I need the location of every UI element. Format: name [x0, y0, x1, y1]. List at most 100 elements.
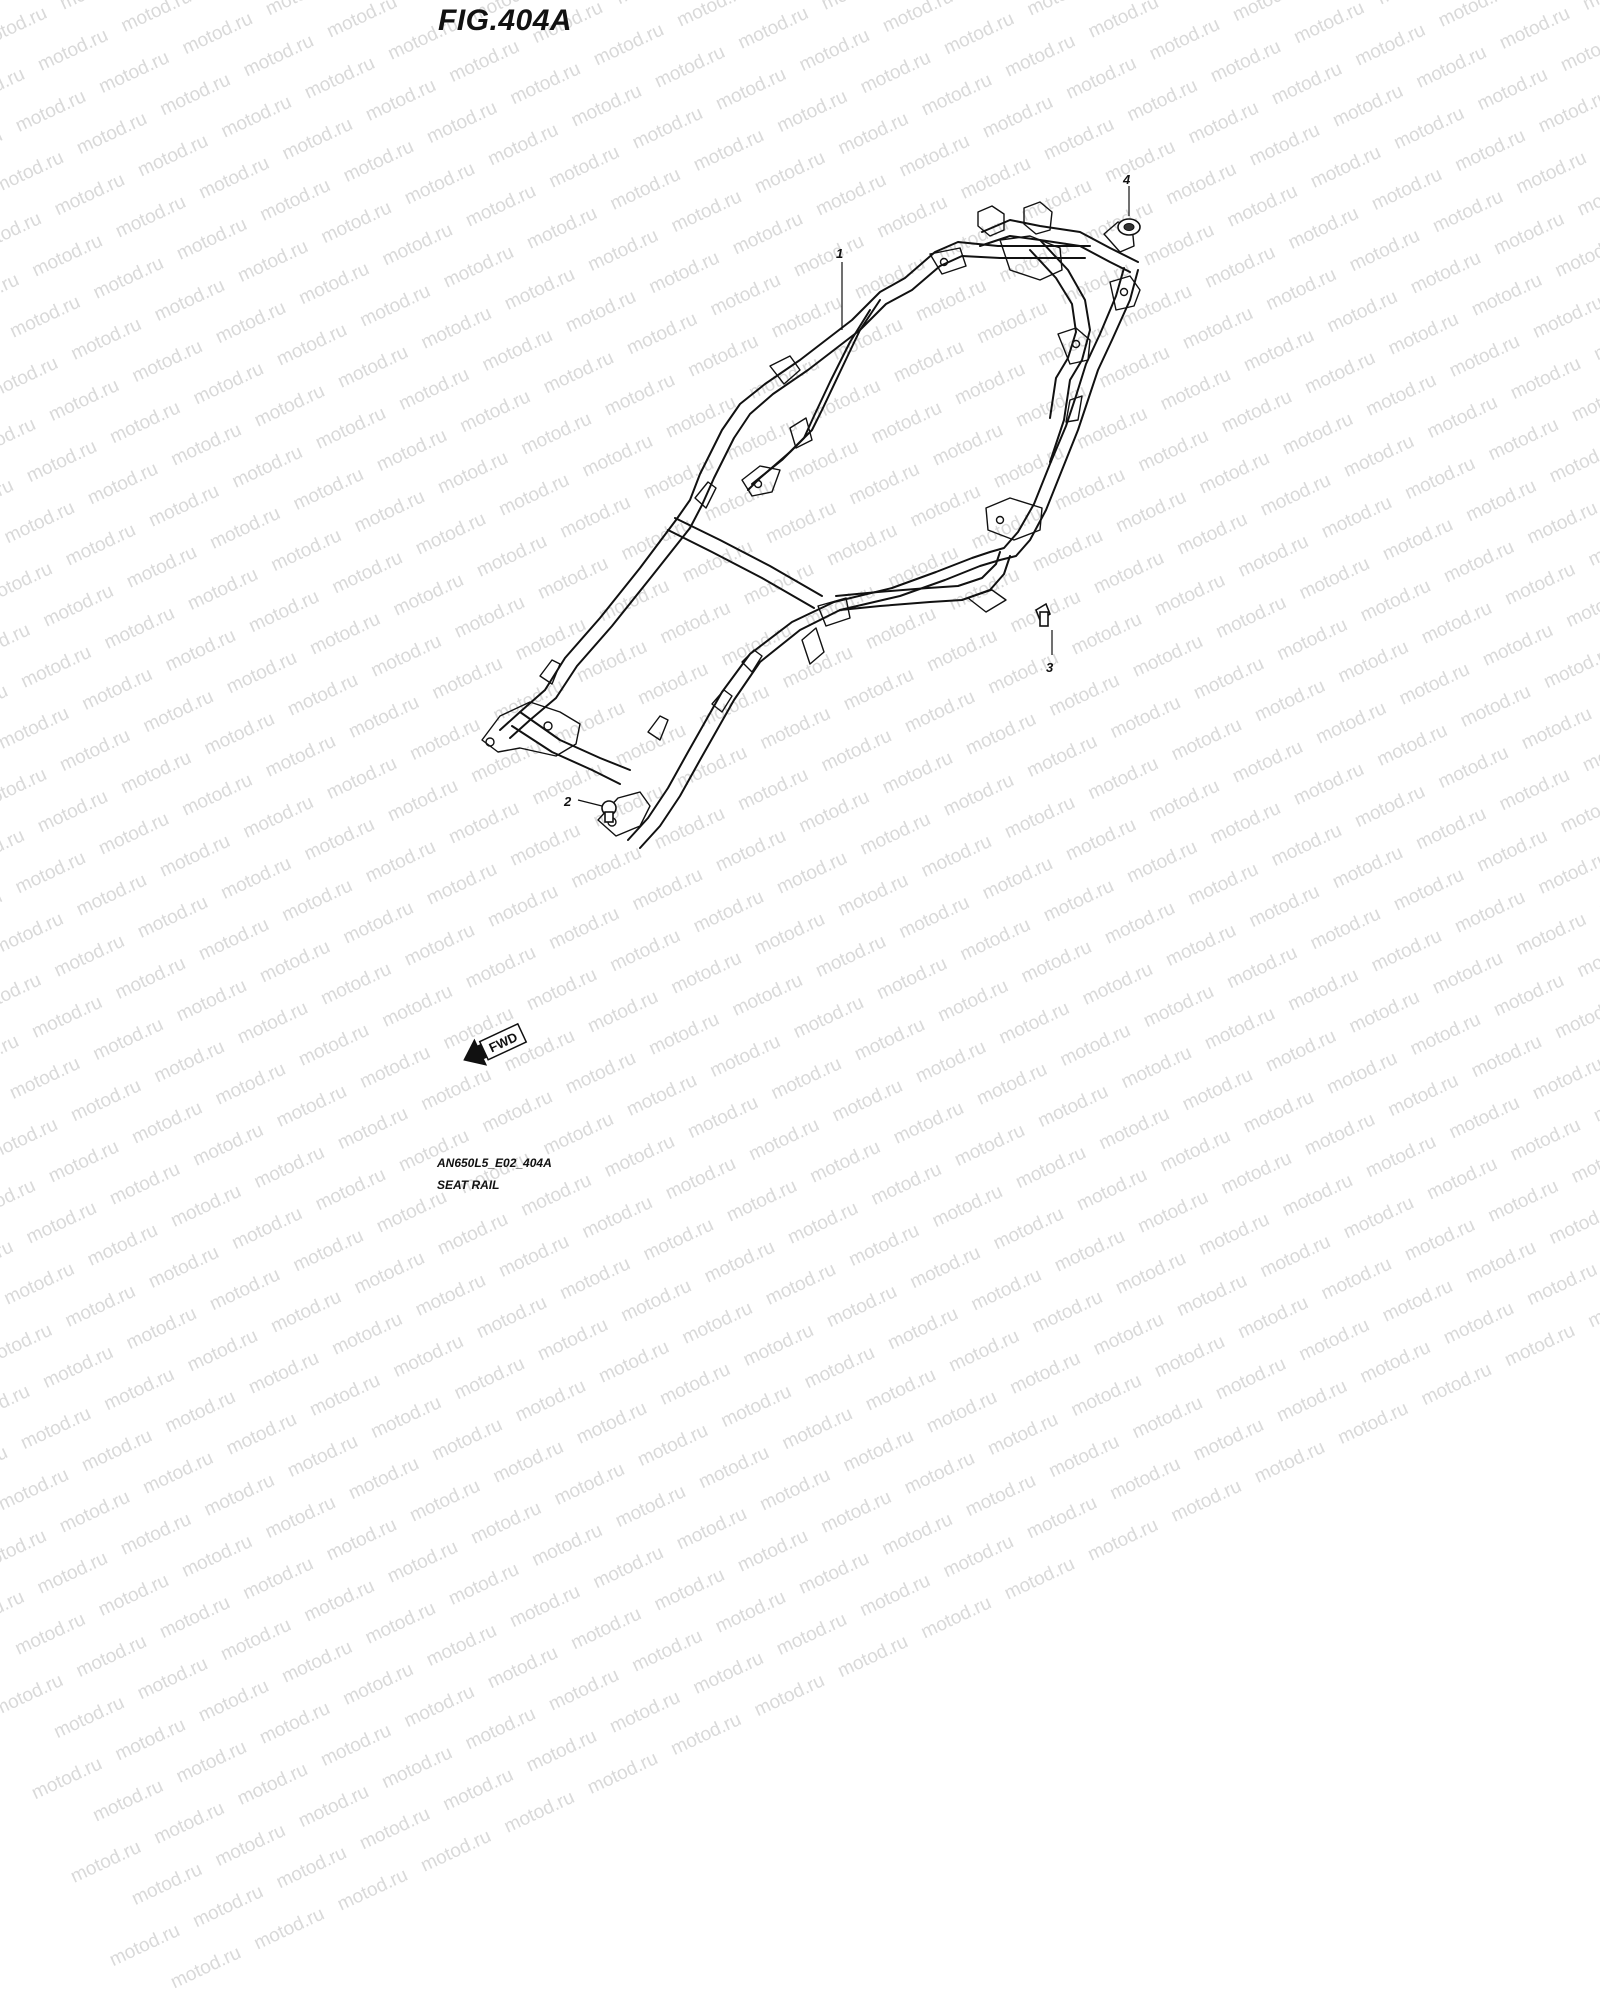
watermark-text: motod.ru	[156, 1592, 233, 1644]
watermark-text: motod.ru	[968, 1265, 1045, 1317]
watermark-text: motod.ru	[0, 1670, 67, 1722]
watermark-text: motod.ru	[1440, 1298, 1517, 1350]
watermark-text: motod.ru	[1235, 1292, 1312, 1344]
watermark-text: motod.ru	[301, 1576, 378, 1628]
watermark-text: motod.ru	[1196, 1209, 1273, 1261]
watermark-text: motod.ru	[607, 1687, 684, 1739]
watermark-text: motod.ru	[1, 1259, 78, 1311]
watermark-text: motod.ru	[218, 1614, 295, 1666]
watermark-text: motod.ru	[823, 1281, 900, 1333]
watermark-text: motod.ru	[101, 1364, 178, 1416]
watermark-text: motod.ru	[0, 1525, 50, 1577]
watermark-text: motod.ru	[857, 1570, 934, 1622]
watermark-text: motod.ru	[1502, 1320, 1579, 1372]
watermark-text: motod.ru	[201, 1470, 278, 1522]
watermark-text: motod.ru	[0, 1464, 73, 1516]
watermark-text: motod.ru	[990, 1203, 1067, 1255]
watermark-text: motod.ru	[651, 1565, 728, 1617]
watermark-text: motod.ru	[1335, 1398, 1412, 1450]
watermark-text: motod.ru	[51, 1692, 128, 1744]
watermark-text: motod.ru	[940, 1531, 1017, 1583]
watermark-text: motod.ru	[445, 1559, 522, 1611]
watermark-text: motod.ru	[0, 1381, 34, 1433]
watermark-text: motod.ru	[56, 1487, 133, 1539]
watermark-text: motod.ru	[167, 1942, 244, 1994]
watermark-text: motod.ru	[718, 1381, 795, 1433]
watermark-text: motod.ru	[0, 1442, 11, 1494]
callout-3-number: 3	[1046, 660, 1054, 675]
watermark-text: motod.ru	[584, 1748, 661, 1800]
watermark-text: motod.ru	[1190, 1415, 1267, 1467]
watermark-text: motod.ru	[95, 1570, 172, 1622]
watermark-text: motod.ru	[473, 1292, 550, 1344]
watermark-text: motod.ru	[151, 1798, 228, 1850]
watermark-text: motod.ru	[484, 1642, 561, 1694]
watermark-text: motod.ru	[112, 1714, 189, 1766]
watermark-text: motod.ru	[18, 1403, 95, 1455]
watermark-text: motod.ru	[290, 1225, 367, 1277]
watermark-text: motod.ru	[84, 1220, 161, 1272]
watermark-text: motod.ru	[712, 1587, 789, 1639]
watermark-text: motod.ru	[1151, 1331, 1228, 1383]
watermark-text: motod.ru	[962, 1470, 1039, 1522]
watermark-text: motod.ru	[262, 1492, 339, 1544]
watermark-text: motod.ru	[223, 1409, 300, 1461]
figure-code: AN650L5_E02_404A	[437, 1156, 552, 1170]
watermark-text: motod.ru	[79, 1425, 156, 1477]
watermark-text: motod.ru	[229, 1203, 306, 1255]
watermark-text: motod.ru	[1068, 1370, 1145, 1422]
watermark-text: motod.ru	[1046, 1431, 1123, 1483]
watermark-text: motod.ru	[1051, 1226, 1128, 1278]
watermark-text: motod.ru	[946, 1326, 1023, 1378]
watermark-text: motod.ru	[918, 1592, 995, 1644]
watermark-text: motod.ru	[840, 1426, 917, 1478]
watermark-text: motod.ru	[440, 1765, 517, 1817]
watermark-text: motod.ru	[412, 1270, 489, 1322]
watermark-text: motod.ru	[256, 1698, 333, 1750]
watermark-text: motod.ru	[673, 1503, 750, 1555]
watermark-text: motod.ru	[468, 1498, 545, 1550]
fwd-indicator: FWD	[458, 1020, 528, 1072]
watermark-text: motod.ru	[407, 1476, 484, 1528]
watermark-text: motod.ru	[796, 1548, 873, 1600]
watermark-text: motod.ru	[490, 1437, 567, 1489]
watermark-text: motod.ru	[23, 1198, 100, 1250]
watermark-text: motod.ru	[34, 1548, 111, 1600]
watermark-text: motod.ru	[351, 1248, 428, 1300]
watermark-text: motod.ru	[1340, 1192, 1417, 1244]
watermark-text: motod.ru	[379, 1742, 456, 1794]
watermark-text: motod.ru	[923, 1387, 1000, 1439]
watermark-text: motod.ru	[67, 1837, 144, 1889]
watermark-text: motod.ru	[273, 1842, 350, 1894]
seat-rail-frame	[482, 202, 1140, 848]
watermark-text: motod.ru	[268, 1287, 345, 1339]
watermark-text: motod.ru	[1296, 1315, 1373, 1367]
watermark-text: motod.ru	[140, 1448, 217, 1500]
watermark-text: motod.ru	[985, 1409, 1062, 1461]
watermark-text: motod.ru	[0, 1587, 28, 1639]
watermark-text: motod.ru	[534, 1314, 611, 1366]
watermark-text: motod.ru	[757, 1465, 834, 1517]
watermark-text: motod.ru	[162, 1387, 239, 1439]
watermark-text: motod.ru	[545, 1665, 622, 1717]
watermark-text: motod.ru	[1090, 1309, 1167, 1361]
watermark-text: motod.ru	[323, 1514, 400, 1566]
watermark-text: motod.ru	[1107, 1454, 1184, 1506]
watermark-text: motod.ru	[640, 1214, 717, 1266]
watermark-text: motod.ru	[190, 1881, 267, 1933]
watermark-text: motod.ru	[1001, 1554, 1078, 1606]
figure-title: FIG.404A	[438, 4, 572, 38]
callout-3: 3	[1046, 630, 1054, 675]
watermark-text: motod.ru	[590, 1542, 667, 1594]
watermark-text: motod.ru	[462, 1703, 539, 1755]
watermark-text: motod.ru	[690, 1648, 767, 1700]
watermark-text: motod.ru	[801, 1342, 878, 1394]
watermark-text: motod.ru	[179, 1531, 256, 1583]
callout-2-number: 2	[563, 794, 572, 809]
watermark-text: motod.ru	[284, 1431, 361, 1483]
watermark-text: motod.ru	[657, 1359, 734, 1411]
watermark-text: motod.ru	[668, 1709, 745, 1761]
watermark-text: motod.ru	[862, 1365, 939, 1417]
watermark-text: motod.ru	[0, 1320, 56, 1372]
watermark-text: motod.ru	[1174, 1270, 1251, 1322]
